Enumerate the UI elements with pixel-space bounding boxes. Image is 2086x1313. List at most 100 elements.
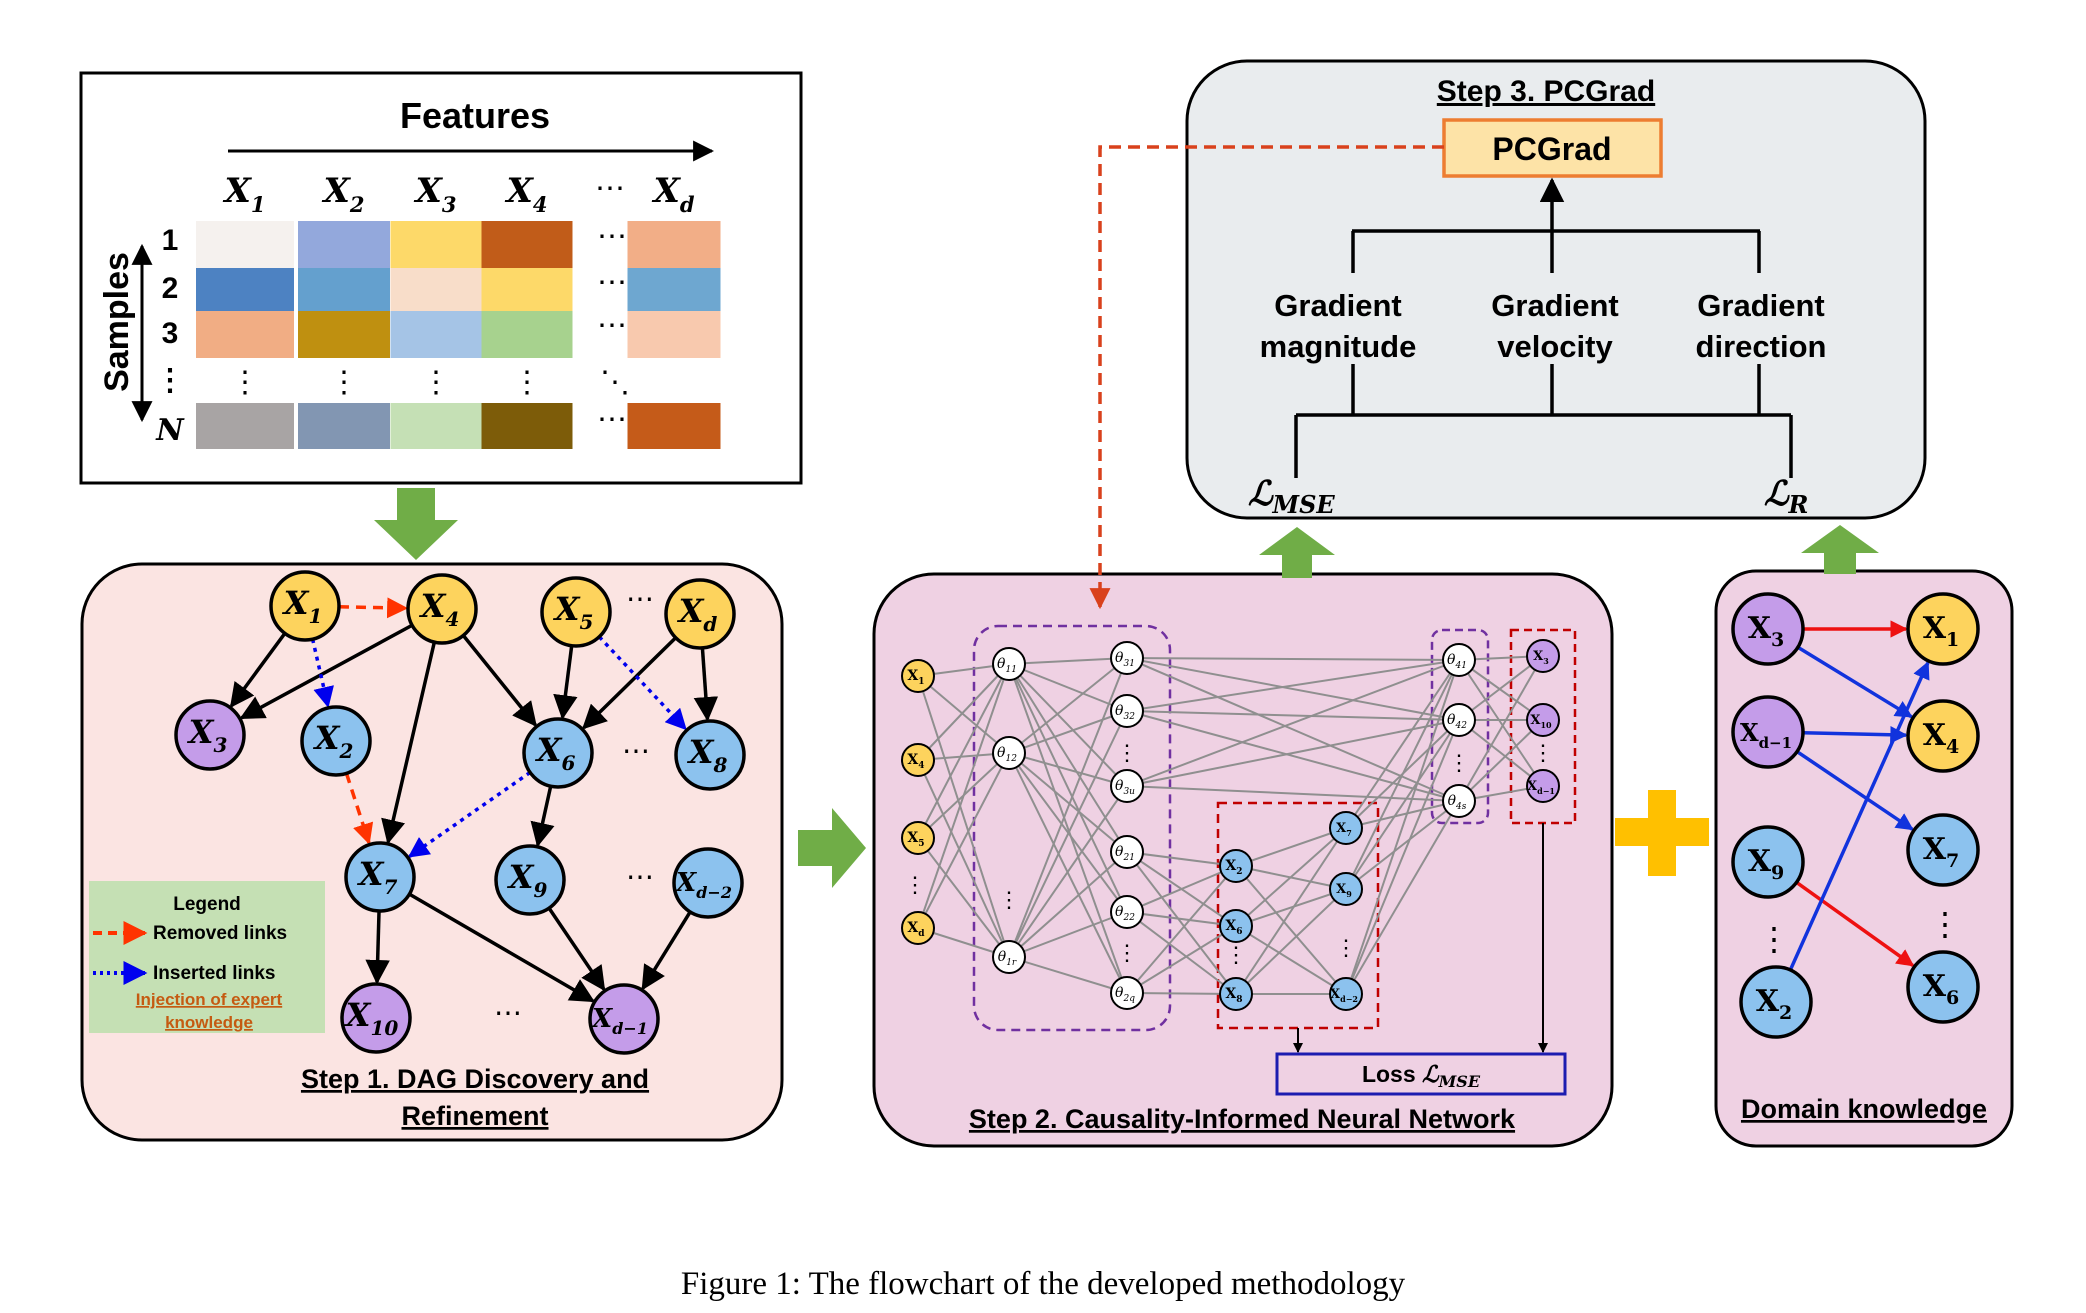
row-ellipsis: ⋯ xyxy=(597,266,627,299)
network-edge xyxy=(1345,800,1460,890)
network-edge xyxy=(917,752,1010,929)
row-ellipsis: ⋯ xyxy=(597,403,627,436)
network-edge xyxy=(1008,663,1128,787)
matrix-cell xyxy=(298,311,390,358)
matrix-cell xyxy=(390,268,482,312)
network-ellipses: ⋮⋮⋮⋮⋮⋮⋮⋮ xyxy=(904,740,1554,967)
hidden-node-l1-label: θ11 xyxy=(997,656,1017,675)
network-edge xyxy=(1126,851,1237,867)
samples-label: Samples xyxy=(98,252,136,392)
network-vdots: ⋮ xyxy=(998,887,1020,912)
hidden-node-l1: θ1r xyxy=(992,940,1026,974)
input-node: X5 xyxy=(901,821,935,855)
hidden-node-l2-label: θ2q xyxy=(1115,985,1135,1004)
network-edge xyxy=(1126,659,1460,712)
hidden-node-l2-label: θ32 xyxy=(1115,703,1135,722)
network-edge xyxy=(1126,925,1237,994)
dag-edge xyxy=(530,785,555,848)
matrix-cell xyxy=(627,403,721,449)
right-vdots: ⋮ xyxy=(1929,906,1961,942)
mediator-node: X8 xyxy=(1219,977,1253,1011)
network-edge xyxy=(1008,752,1128,853)
network-edge xyxy=(1008,657,1128,958)
domain-node-label: X9 xyxy=(1748,844,1785,884)
mediator-node: Xd−2 xyxy=(1329,977,1363,1011)
dag-node-label: X2 xyxy=(313,719,354,763)
matrix-cell xyxy=(481,268,573,312)
dag-node-label: X9 xyxy=(507,858,548,902)
network-edge xyxy=(1458,659,1544,787)
network-edge xyxy=(917,675,1010,754)
gradient-direction-line2: direction xyxy=(1696,329,1827,364)
domain-node-label: X3 xyxy=(1748,611,1785,651)
network-edge xyxy=(1126,785,1460,802)
dag-node-xd: Xd xyxy=(664,578,736,650)
mediator-node: X9 xyxy=(1329,872,1363,906)
matrix-cell xyxy=(627,311,721,358)
dag-ellipses: ⋯⋯⋯⋯ xyxy=(494,583,654,1028)
dag-node-x1: X1 xyxy=(269,570,341,642)
network-edge xyxy=(1126,710,1460,802)
network-edge xyxy=(1008,710,1128,958)
network-edge xyxy=(1458,719,1544,787)
dag-node-x2: X2 xyxy=(300,705,372,777)
input-node: X4 xyxy=(901,743,935,777)
hidden-node-l4: θ41 xyxy=(1442,643,1476,677)
dag-edges xyxy=(229,597,719,1003)
domain-node-left: Xd−1 xyxy=(1731,695,1805,769)
column-header: X2 xyxy=(321,171,364,217)
matrix-cell xyxy=(390,221,482,268)
figure-caption: Figure 1: The flowchart of the developed… xyxy=(681,1266,1406,1302)
input-node: X1 xyxy=(901,659,935,693)
hidden-node-l2-label: θ31 xyxy=(1115,650,1135,669)
matrix-cell xyxy=(298,221,390,268)
domain-node-left: X3 xyxy=(1731,592,1805,666)
network-edge xyxy=(1458,719,1544,802)
inserted-link xyxy=(407,770,532,858)
network-edge xyxy=(1008,657,1128,754)
network-edge xyxy=(1126,710,1460,721)
network-edge xyxy=(1008,785,1128,958)
network-edge xyxy=(1458,655,1544,802)
domain-node-label: X7 xyxy=(1923,832,1960,872)
plus-sign xyxy=(1615,790,1709,876)
domain-edge xyxy=(1795,880,1915,967)
dag-node-label: Xd−1 xyxy=(590,1004,648,1038)
network-edge xyxy=(1235,827,1347,995)
domain-edges xyxy=(1788,620,1930,971)
matrix-cell xyxy=(196,311,294,358)
removed-link xyxy=(338,597,409,619)
hidden-layer-group-1 xyxy=(972,624,1172,1032)
network-edge xyxy=(1345,800,1460,995)
hidden-node-l2: θ32 xyxy=(1110,694,1144,728)
input-node-label: X1 xyxy=(907,668,924,687)
green-arrow-up-left xyxy=(1259,527,1335,578)
matrix-cell xyxy=(196,403,294,449)
dag-node-x8: X8 xyxy=(674,719,746,791)
dag-node-label: Xd−2 xyxy=(674,868,732,902)
row-label: 1 xyxy=(162,224,179,257)
dag-ellipsis: ⋯ xyxy=(494,997,522,1028)
loss-mse-label: Loss ℒMSE xyxy=(1362,1061,1481,1091)
row-labels: 123⋮N xyxy=(155,224,185,448)
network-edge xyxy=(917,837,1010,958)
green-arrow-right xyxy=(798,808,866,888)
input-node: Xd xyxy=(901,911,935,945)
network-edge xyxy=(917,663,1010,761)
network-vdots: ⋮ xyxy=(1116,740,1138,765)
dag-node-x4: X4 xyxy=(406,573,478,645)
hidden-node-l2-label: θ3u xyxy=(1115,778,1135,797)
mediator-node-label: X9 xyxy=(1336,882,1352,899)
output-node: Xd−1 xyxy=(1526,769,1560,803)
dag-node-x9: X9 xyxy=(494,844,566,916)
network-edge xyxy=(1126,992,1237,995)
gradient-magnitude-line1: Gradient xyxy=(1274,288,1401,323)
removed-link xyxy=(344,772,374,845)
network-edge xyxy=(1126,911,1237,927)
network-edge xyxy=(1126,659,1460,787)
network-edge xyxy=(1126,851,1237,995)
row-ellipsis: ⋯ xyxy=(597,309,627,342)
